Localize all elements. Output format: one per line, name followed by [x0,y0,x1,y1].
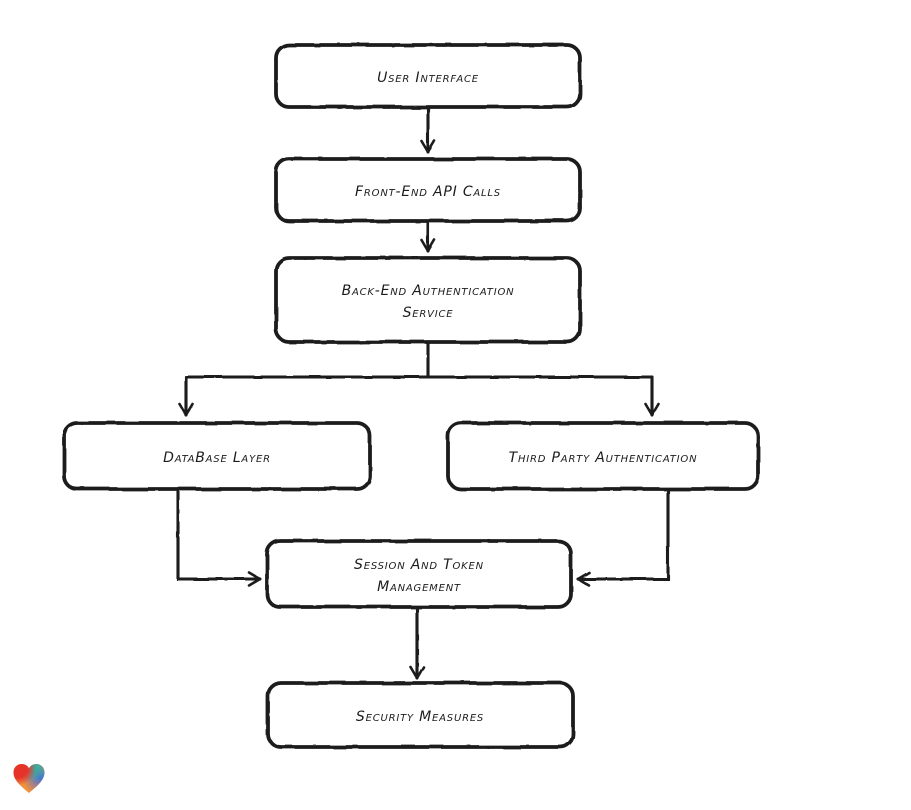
node-third-party-authentication[interactable] [446,421,760,491]
node-database-layer[interactable] [62,421,372,491]
heart-logo-red-layer [13,764,45,793]
edge-database-to-session-arrow [176,487,262,587]
node-label-front-end-api-calls: Front-End API Calls [355,184,501,200]
node-label-back-end-authentication-line1: Back-End Authentication [342,283,515,299]
brand-heart-logo[interactable] [12,763,46,795]
node-front-end-api-calls[interactable] [274,157,582,223]
node-label-session-and-token-line2: Management [377,579,461,595]
node-back-end-authentication-service[interactable] [274,256,582,344]
node-user-interface[interactable] [274,43,582,109]
node-security-measures[interactable] [266,681,575,749]
node-label-back-end-authentication-line2: Service [403,305,454,321]
node-label-security-measures: Security Measures [356,709,484,725]
node-label-session-and-token-line1: Session And Token [354,557,484,573]
edge-backend-branch-rail [184,340,654,379]
node-label-third-party-authentication: Third Party Authentication [509,450,698,466]
node-label-user-interface: User Interface [377,70,479,86]
edge-thirdparty-to-session-arrow [576,487,670,587]
node-label-database-layer: DataBase Layer [163,450,271,466]
node-session-and-token-management[interactable] [265,539,573,609]
